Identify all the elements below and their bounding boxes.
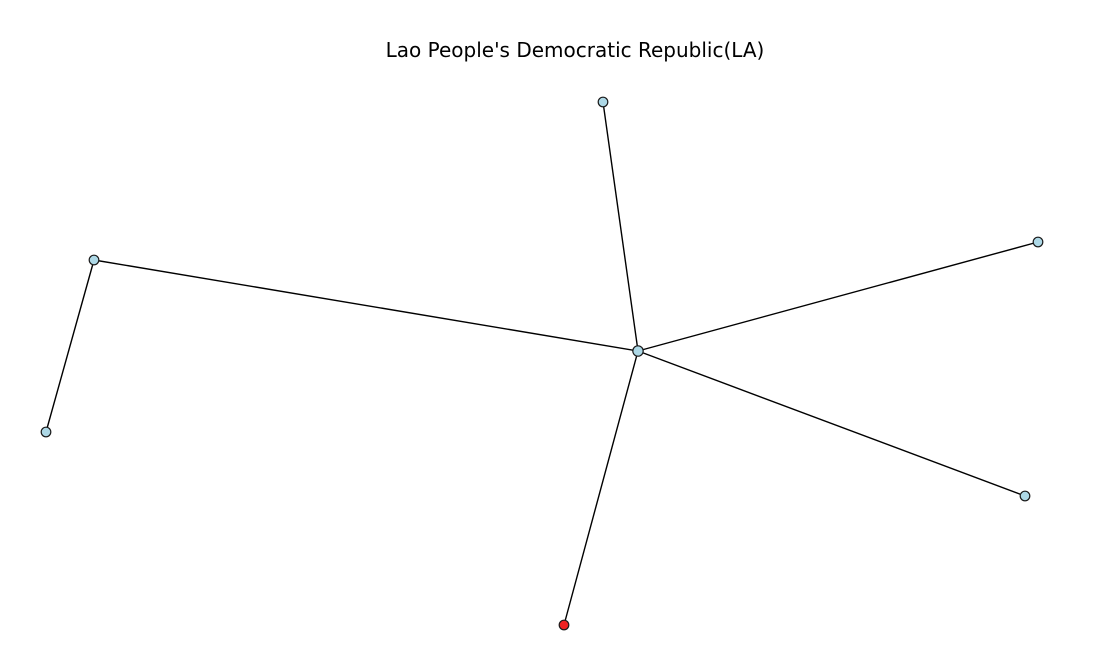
node-far-left: [40, 426, 52, 438]
edge-hub-top: [602, 101, 639, 352]
edge-hub-lower-right: [637, 350, 1026, 497]
nodes-layer: [40, 96, 1044, 631]
node-upper-right: [1032, 236, 1044, 248]
graph-title: Lao People's Democratic Republic(LA): [386, 38, 765, 62]
edge-hub-bottom: [563, 350, 639, 626]
edge-hub-upper-right: [637, 241, 1039, 352]
node-upper-left: [88, 254, 100, 266]
node-lower-right: [1019, 490, 1031, 502]
edges-layer: [45, 101, 1039, 626]
node-bottom: [558, 619, 570, 631]
node-hub: [632, 345, 644, 357]
node-top: [597, 96, 609, 108]
edge-upper-left-far-left: [45, 259, 95, 433]
edge-hub-upper-left: [93, 259, 639, 352]
